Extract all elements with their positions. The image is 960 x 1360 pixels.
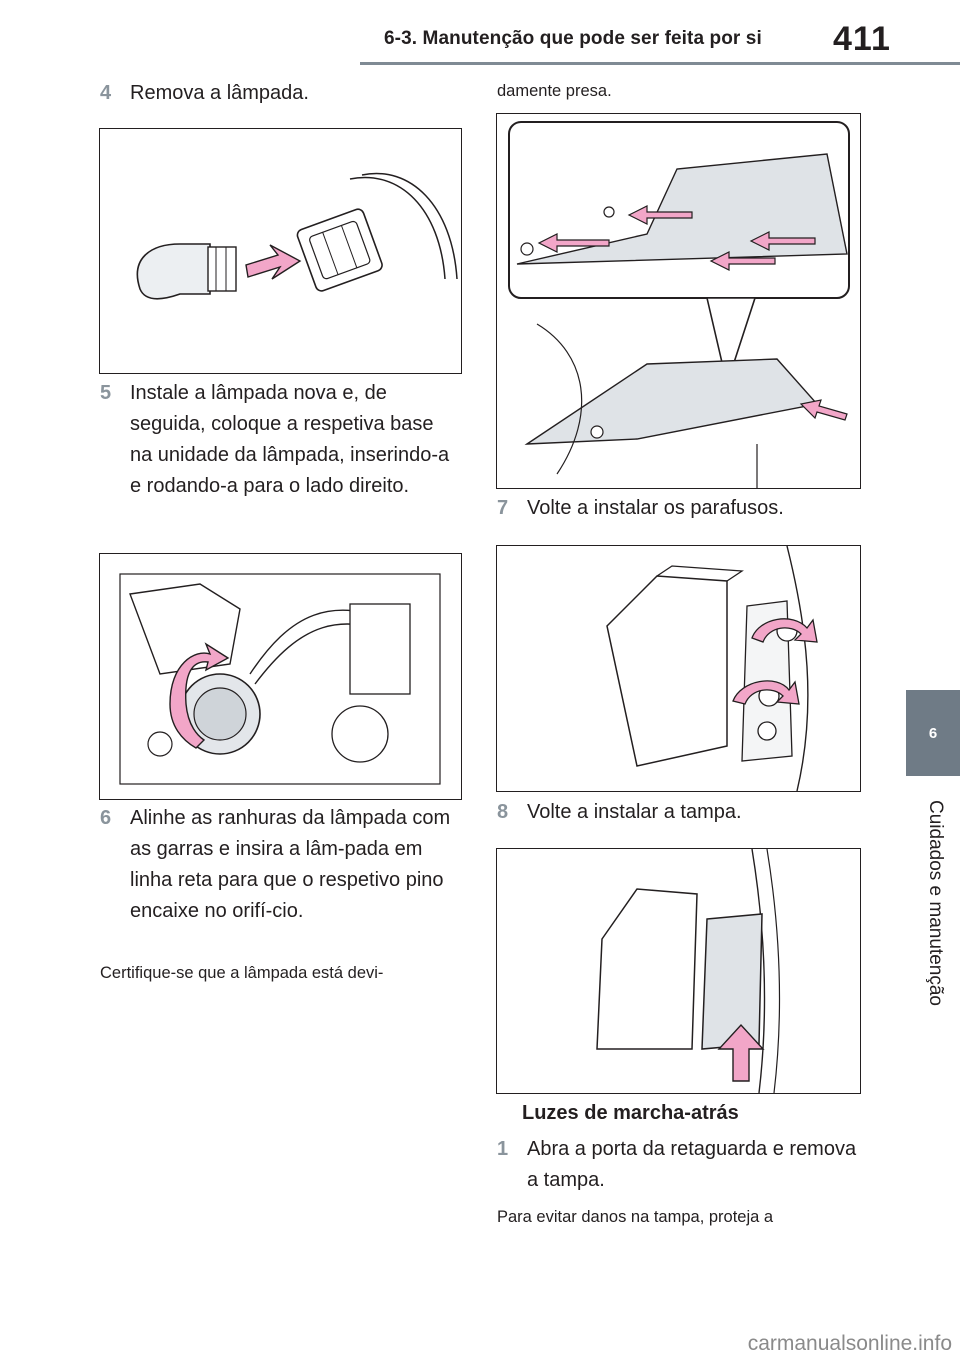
chapter-tab[interactable]: 6	[906, 690, 960, 776]
step-text: Volte a instalar a tampa.	[527, 801, 742, 823]
page-number: 411	[833, 20, 891, 58]
watermark: carmanualsonline.info	[747, 1332, 952, 1355]
chapter-title: Cuidados e manutenção	[925, 800, 946, 1006]
step-4: 4 Remova a lâmpada.	[100, 78, 460, 109]
step-7: 7 Volte a instalar os parafusos.	[497, 493, 857, 524]
step-8: 8 Volte a instalar a tampa.	[497, 797, 857, 828]
figure-reinstall-screws	[496, 545, 861, 792]
direction-arrow	[245, 244, 302, 280]
step-number: 8	[497, 801, 509, 823]
section-title: 6-3. Manutenção que pode ser feita por s…	[384, 28, 762, 49]
header-rule	[360, 62, 960, 65]
section-subheading: Luzes de marcha-atrás	[522, 1102, 739, 1124]
push-arrow	[717, 1023, 765, 1082]
step-text: Volte a instalar os parafusos.	[527, 497, 784, 519]
headlamp-unit-illustration	[119, 573, 441, 785]
step-number: 5	[100, 382, 112, 404]
step-text: Instale a lâmpada nova e, de seguida, co…	[130, 382, 450, 497]
chapter-number: 6	[928, 724, 938, 742]
bulb-removal-illustration	[136, 172, 458, 300]
step-number: 7	[497, 497, 509, 519]
step-5: 5 Instale a lâmpada nova e, de seguida, …	[100, 378, 460, 502]
figure-reinstall-cover	[496, 848, 861, 1094]
step-text: Remova a lâmpada.	[130, 82, 309, 104]
figure-cover-clips	[496, 113, 861, 489]
note-text-2: Para evitar danos na tampa, proteja a	[497, 1208, 774, 1226]
step-text: Abra a porta da retaguarda e remova a ta…	[527, 1138, 857, 1191]
note-continuation: damente presa.	[497, 82, 612, 100]
step-1: 1 Abra a porta da retaguarda e remova a …	[497, 1134, 857, 1196]
step-text: Alinhe as ranhuras da lâmpada com as gar…	[130, 807, 451, 922]
step-number: 6	[100, 807, 112, 829]
figure-remove-bulb	[99, 128, 462, 374]
cover-install-illustration	[596, 849, 781, 1093]
screws-illustration	[606, 546, 818, 791]
figure-install-bulb	[99, 553, 462, 800]
step-number: 1	[497, 1138, 509, 1160]
rotation-arrow	[169, 642, 230, 749]
step-number: 4	[100, 82, 112, 104]
rear-cover-illustration	[508, 121, 850, 488]
note-text: Certifique-se que a lâmpada está devi-	[100, 964, 384, 982]
step-6: 6 Alinhe as ranhuras da lâmpada com as g…	[100, 803, 460, 927]
